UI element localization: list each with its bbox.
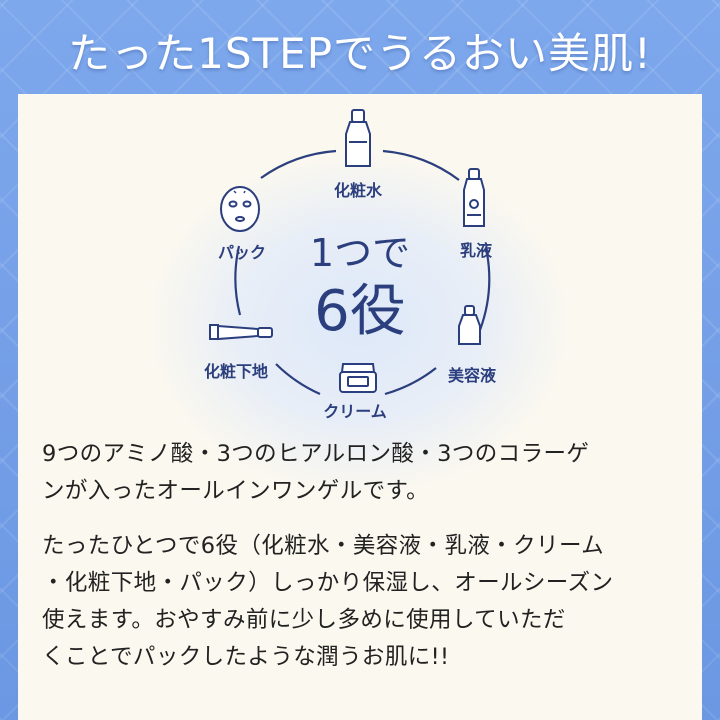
description-paragraph-2: たったひとつで6役（化粧水・美容液・乳液・クリーム ・化粧下地・パック）しっかり… (42, 528, 682, 676)
paragraph-line: 使えます。おやすみ前に少し多めに使用していただ (42, 607, 566, 633)
center-title: 1つで (309, 231, 411, 275)
toner-bottle-icon (345, 109, 371, 167)
paragraph-line: くことでパックしたような潤うお肌に!! (42, 644, 450, 670)
face-mask-icon (220, 186, 260, 232)
role-label-serum: 美容液 (447, 366, 497, 385)
role-label-primer: 化粧下地 (203, 362, 269, 381)
ring-arcs (234, 149, 491, 396)
primer-tube-icon (209, 324, 273, 341)
role-label-milk-lotion: 乳液 (459, 241, 493, 260)
serum-bottle-icon (458, 305, 481, 345)
paragraph-line: ・化粧下地・パック）しっかり保湿し、オールシーズン (42, 570, 614, 596)
role-label-cream: クリーム (323, 402, 387, 421)
description-paragraph-1: 9つのアミノ酸・3つのヒアルロン酸・3つのコラーゲ ンが入ったオールインワンゲル… (42, 436, 682, 510)
role-label-mask: パック (217, 243, 267, 262)
paragraph-line: ンが入ったオールインワンゲルです。 (42, 478, 430, 504)
milk-lotion-bottle-icon (463, 168, 485, 227)
paragraph-line: 9つのアミノ酸・3つのヒアルロン酸・3つのコラーゲ (42, 441, 590, 467)
cream-jar-icon (339, 363, 377, 393)
center-role-count: 6役 (314, 279, 406, 344)
six-roles-ring (209, 109, 491, 396)
role-label-toner: 化粧水 (333, 181, 383, 200)
headline: たった1STEPでうるおい美肌! (68, 29, 652, 78)
content-panel: 1つで 6役 化粧水 乳液 美容液 クリーム 化粧下地 パック 9つのアミノ酸・… (18, 94, 702, 720)
paragraph-line: たったひとつで6役（化粧水・美容液・乳液・クリーム (42, 533, 605, 559)
